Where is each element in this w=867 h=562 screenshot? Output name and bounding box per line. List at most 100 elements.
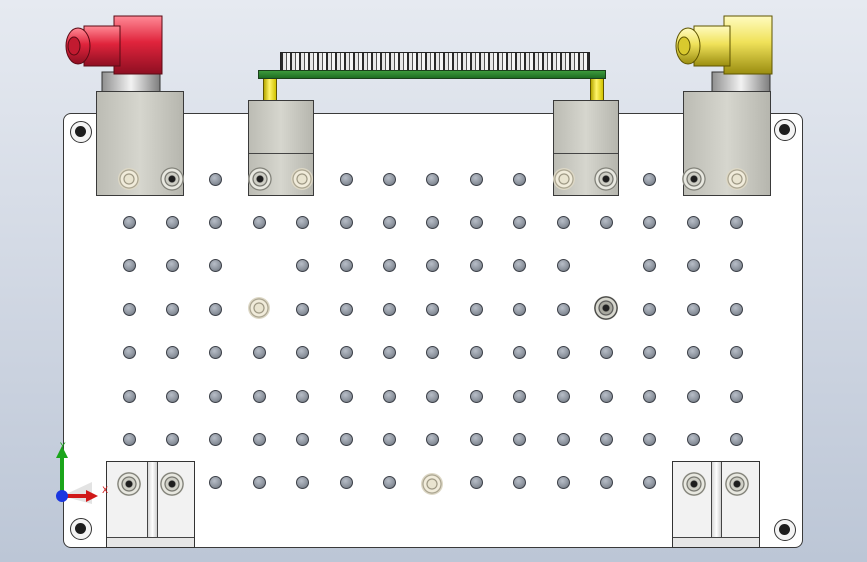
hex-nut	[725, 472, 749, 496]
mounting-hole	[426, 432, 440, 446]
mounting-hole	[339, 215, 353, 229]
mounting-hole	[165, 215, 179, 229]
mounting-hole	[209, 215, 223, 229]
mounting-hole	[252, 432, 266, 446]
mounting-hole	[469, 215, 483, 229]
mounting-hole	[382, 302, 396, 316]
mounting-hole	[686, 215, 700, 229]
mounting-hole	[165, 432, 179, 446]
corner-mounting-hole	[70, 121, 92, 143]
mounting-hole	[296, 389, 310, 403]
mounting-hole	[556, 432, 570, 446]
mounting-hole	[643, 259, 657, 273]
mounting-hole	[382, 172, 396, 186]
mounting-hole	[730, 389, 744, 403]
mounting-hole	[556, 476, 570, 490]
left-pcb-standoff	[263, 78, 277, 102]
mounting-hole	[426, 259, 440, 273]
mounting-hole	[686, 259, 700, 273]
mounting-hole	[382, 476, 396, 490]
mounting-hole	[209, 346, 223, 360]
hex-nut	[594, 167, 618, 191]
left-bottom-clamp	[106, 461, 195, 548]
mounting-hole	[730, 215, 744, 229]
mounting-hole	[122, 215, 136, 229]
mounting-hole	[513, 346, 527, 360]
mounting-hole	[643, 389, 657, 403]
corner-mounting-hole	[774, 119, 796, 141]
mounting-hole	[122, 302, 136, 316]
mounting-hole	[469, 432, 483, 446]
mounting-hole	[165, 302, 179, 316]
mounting-hole	[513, 389, 527, 403]
washer	[248, 297, 270, 319]
mounting-hole	[339, 259, 353, 273]
mounting-hole	[382, 215, 396, 229]
mounting-hole	[513, 215, 527, 229]
mounting-hole	[599, 215, 613, 229]
coordinate-triad	[56, 446, 98, 504]
corner-mounting-hole	[774, 519, 796, 541]
mounting-hole	[296, 302, 310, 316]
mounting-hole	[339, 476, 353, 490]
mounting-hole	[469, 302, 483, 316]
mounting-hole	[296, 432, 310, 446]
mounting-hole	[296, 346, 310, 360]
mounting-hole	[599, 432, 613, 446]
mounting-hole	[469, 172, 483, 186]
mounting-hole	[730, 346, 744, 360]
mounting-hole	[599, 476, 613, 490]
mounting-hole	[730, 302, 744, 316]
hex-nut	[594, 296, 618, 320]
mounting-hole	[296, 259, 310, 273]
washer	[421, 473, 443, 495]
mounting-hole	[296, 215, 310, 229]
mounting-hole	[513, 302, 527, 316]
mounting-hole	[513, 476, 527, 490]
mounting-hole	[209, 432, 223, 446]
mounting-hole	[165, 346, 179, 360]
washer	[291, 168, 313, 190]
mounting-hole	[643, 476, 657, 490]
mounting-hole	[252, 346, 266, 360]
mounting-hole	[556, 389, 570, 403]
mounting-hole	[730, 259, 744, 273]
mounting-hole	[556, 215, 570, 229]
mounting-hole	[730, 432, 744, 446]
mounting-hole	[643, 432, 657, 446]
mounting-hole	[599, 346, 613, 360]
mounting-hole	[339, 172, 353, 186]
mounting-hole	[382, 432, 396, 446]
mounting-hole	[296, 476, 310, 490]
mounting-hole	[122, 432, 136, 446]
mounting-hole	[252, 476, 266, 490]
mounting-hole	[209, 389, 223, 403]
mounting-hole	[382, 346, 396, 360]
mounting-hole	[426, 302, 440, 316]
washer	[553, 168, 575, 190]
mounting-hole	[339, 432, 353, 446]
mounting-hole	[556, 302, 570, 316]
mounting-hole	[122, 259, 136, 273]
mounting-hole	[122, 346, 136, 360]
mounting-hole	[686, 389, 700, 403]
mounting-hole	[165, 259, 179, 273]
pcb-header-pins	[280, 52, 590, 72]
mounting-hole	[513, 432, 527, 446]
mounting-hole	[686, 346, 700, 360]
mounting-hole	[252, 215, 266, 229]
left-rf-connector	[65, 15, 163, 95]
hex-nut	[682, 472, 706, 496]
mounting-hole	[556, 259, 570, 273]
mounting-hole	[686, 302, 700, 316]
mounting-hole	[469, 259, 483, 273]
hex-nut	[682, 167, 706, 191]
mounting-hole	[382, 259, 396, 273]
mounting-hole	[556, 346, 570, 360]
triad-x-label: X	[102, 486, 109, 496]
mounting-hole	[382, 389, 396, 403]
hex-nut	[248, 167, 272, 191]
mounting-hole	[469, 476, 483, 490]
mounting-hole	[686, 432, 700, 446]
